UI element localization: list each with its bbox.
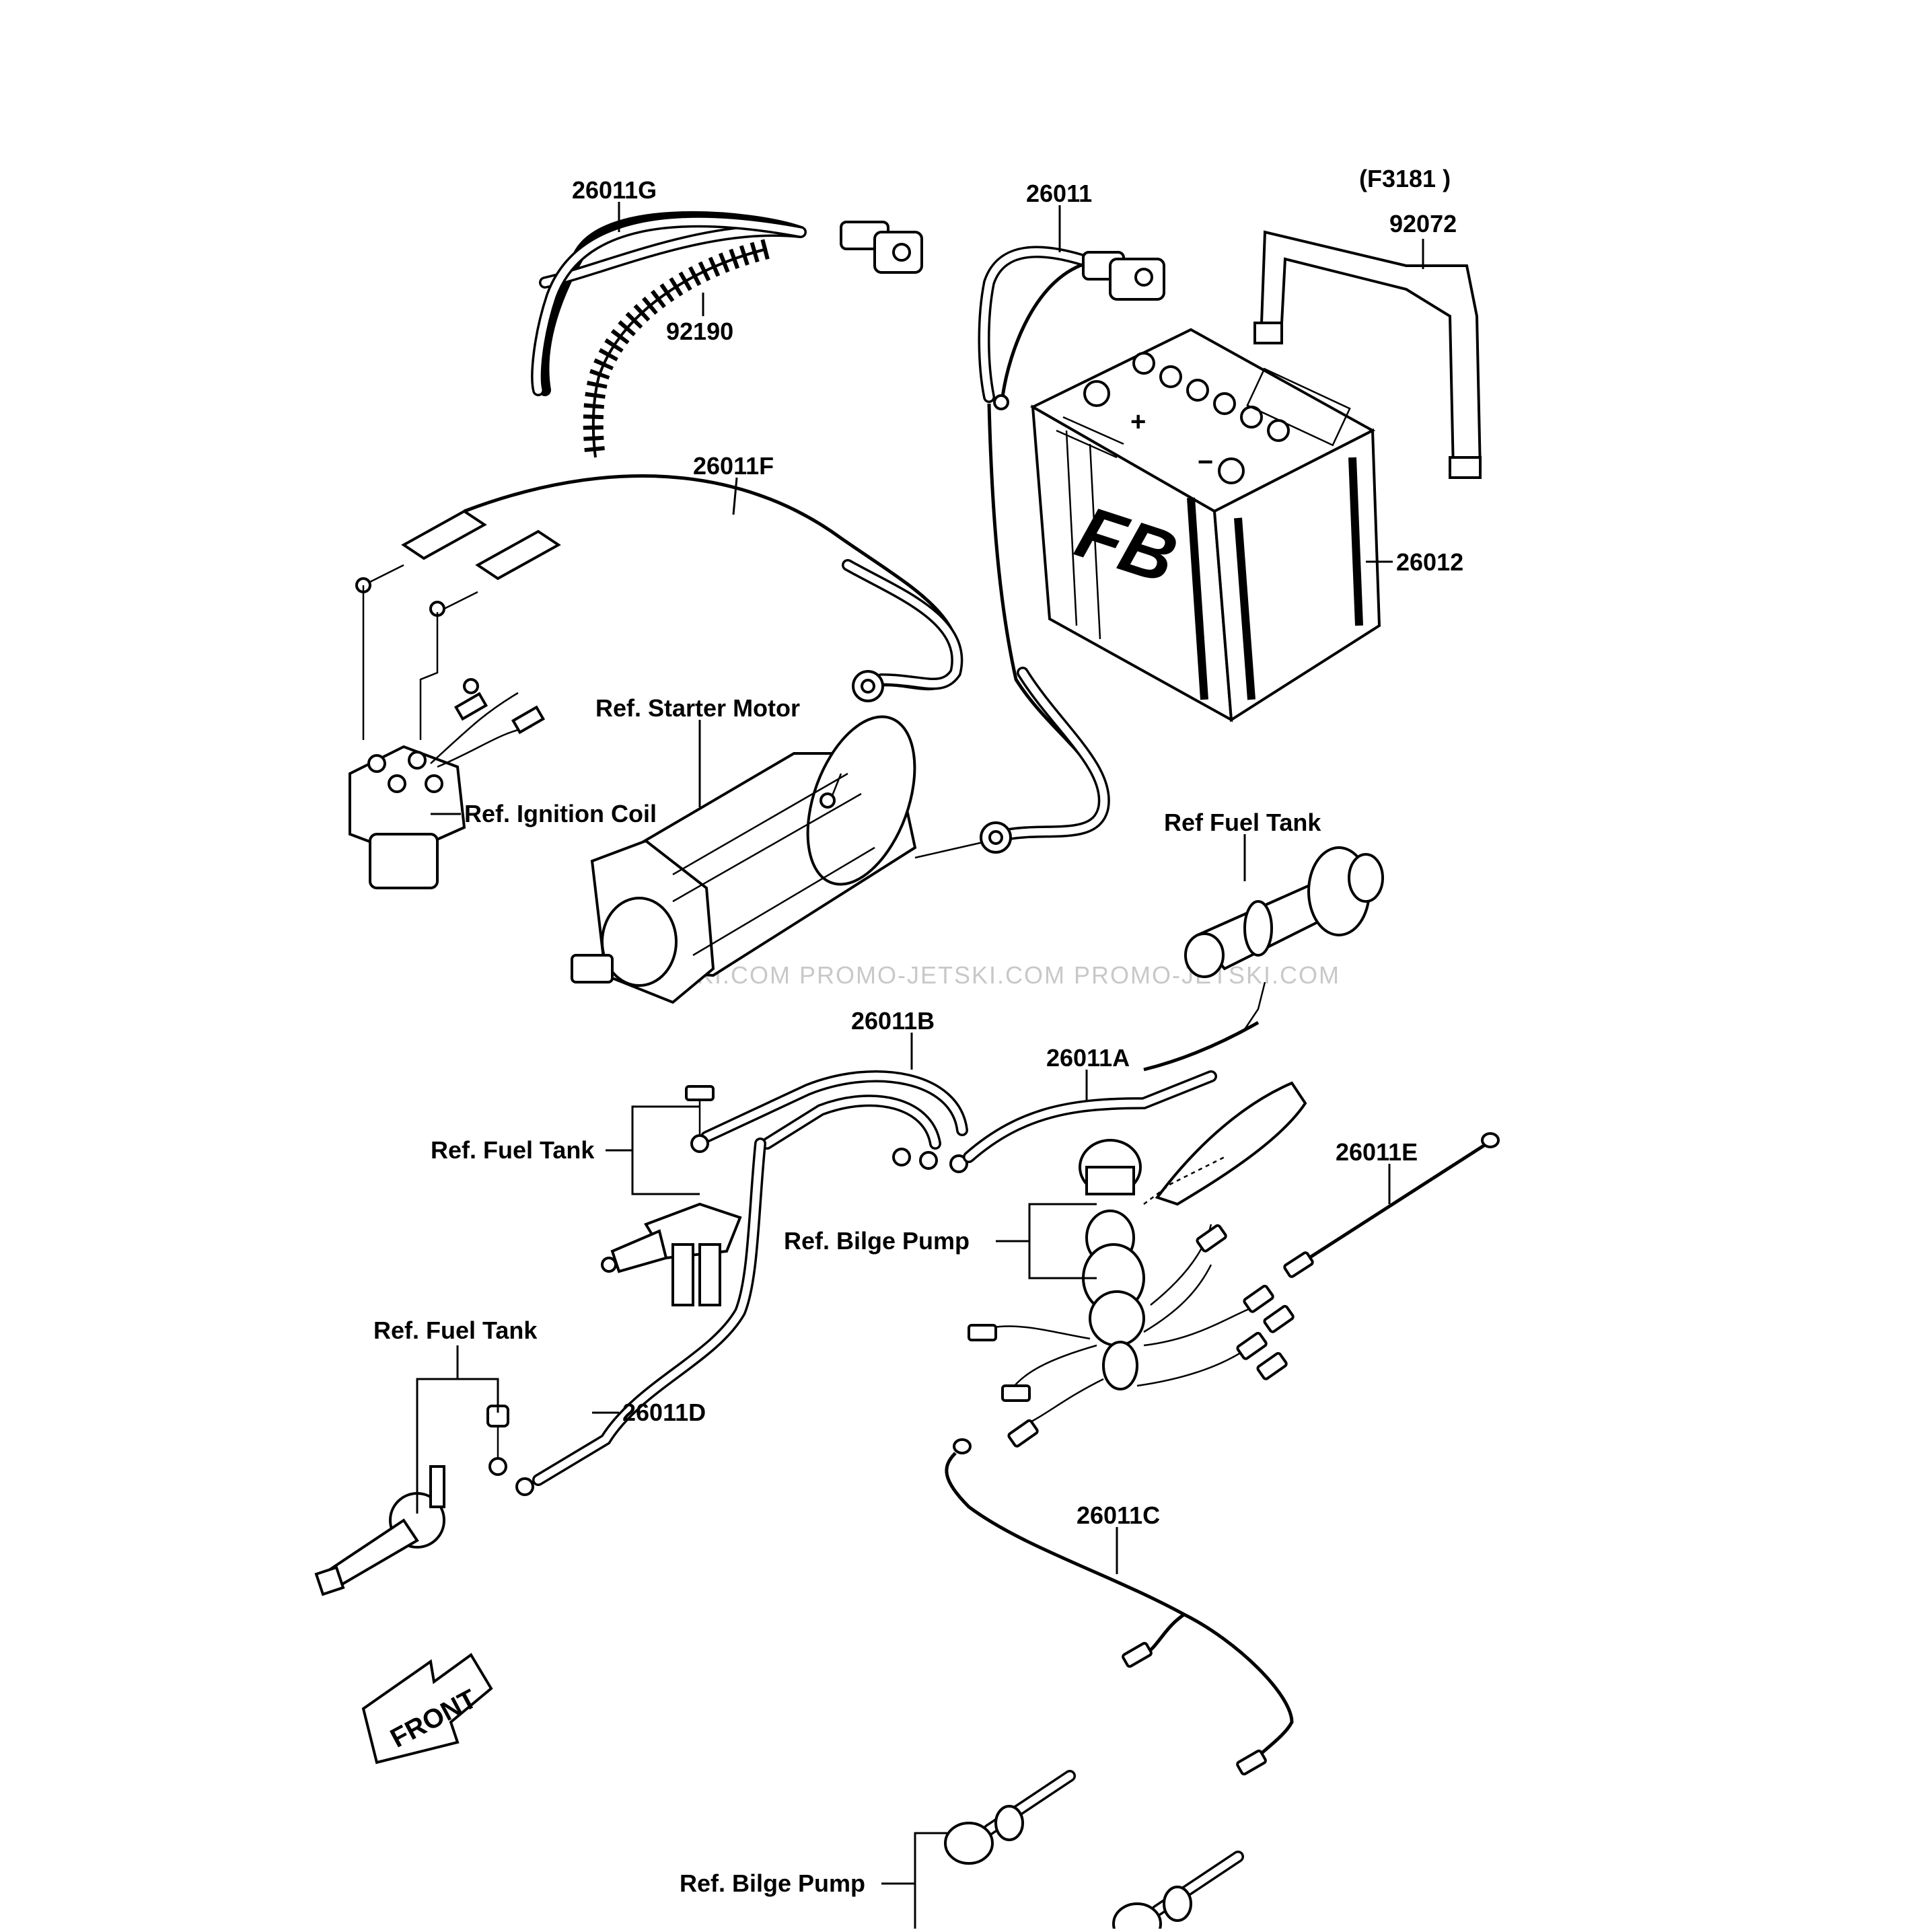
- label-92072: 92072: [1389, 210, 1457, 237]
- part-26011A-wire[interactable]: [963, 1070, 1307, 1206]
- label-26011: 26011: [1026, 180, 1092, 207]
- ref-bilge-pump-sensors[interactable]: [881, 1770, 1244, 1932]
- battery-plus-mark: +: [1130, 407, 1146, 437]
- ref-starter-motor[interactable]: [571, 702, 990, 1004]
- label-ref-bilge-pump-mid: Ref. Bilge Pump: [784, 1227, 970, 1255]
- label-92190: 92190: [666, 318, 733, 345]
- ref-bilge-pump-connector[interactable]: [968, 1139, 1295, 1448]
- label-26011G: 26011G: [572, 176, 657, 204]
- label-26011A: 26011A: [1046, 1044, 1130, 1072]
- label-ref-fuel-tank-low: Ref. Fuel Tank: [373, 1316, 538, 1344]
- label-26011F: 26011F: [693, 452, 774, 480]
- front-arrow: FRONT: [361, 1653, 493, 1764]
- part-26011C-harness[interactable]: [945, 1438, 1294, 1776]
- part-26012-battery[interactable]: + − FB: [1029, 328, 1381, 722]
- label-ref-fuel-tank-top: Ref Fuel Tank: [1164, 809, 1321, 836]
- ref-fuel-tank-pickup[interactable]: [314, 1345, 509, 1596]
- label-26012: 26012: [1396, 548, 1463, 576]
- part-26011B-wires[interactable]: [700, 1070, 968, 1173]
- part-92072-strap[interactable]: [1253, 230, 1482, 479]
- label-26011D: 26011D: [622, 1399, 706, 1426]
- battery-minus-mark: −: [1198, 447, 1213, 477]
- leader-lines: [431, 202, 1424, 1574]
- part-26011-lower-cable[interactable]: [980, 403, 1110, 854]
- part-26011G-cable[interactable]: [531, 211, 923, 396]
- watermark-text: JETSKI.COM PROMO-JETSKI.COM PROMO-JETSKI…: [632, 961, 1340, 989]
- label-ref-bilge-pump-low: Ref. Bilge Pump: [680, 1869, 865, 1897]
- label-ref-fuel-tank-mid: Ref. Fuel Tank: [431, 1136, 595, 1164]
- label-26011B: 26011B: [851, 1007, 935, 1035]
- ref-fuel-tank-sender[interactable]: [1143, 846, 1384, 1072]
- label-ref-starter-motor: Ref. Starter Motor: [595, 694, 800, 722]
- part-26011-cable[interactable]: [978, 246, 1165, 410]
- label-26011E: 26011E: [1336, 1138, 1418, 1166]
- label-26011C: 26011C: [1077, 1501, 1160, 1529]
- ref-fuel-tank-valve[interactable]: [601, 1085, 742, 1306]
- part-26011E-wire[interactable]: [1283, 1132, 1500, 1278]
- label-ref-ignition-coil: Ref. Ignition Coil: [464, 800, 657, 827]
- part-92190-sleeve[interactable]: [583, 239, 770, 459]
- part-26011D-wire[interactable]: [515, 1138, 766, 1496]
- figure-code: (F3181 ): [1359, 165, 1451, 192]
- part-26011F-cable[interactable]: [355, 474, 963, 702]
- ref-ignition-coil[interactable]: [349, 585, 546, 889]
